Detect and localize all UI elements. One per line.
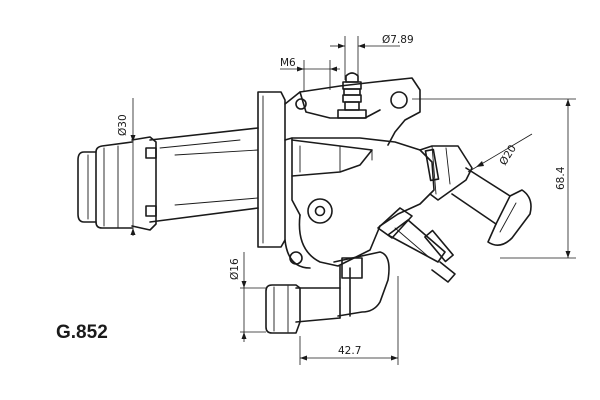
dim-label-diameter-7-89: Ø7.89 bbox=[382, 34, 414, 46]
lower-outlet-pipe bbox=[265, 251, 390, 334]
dim-height-68-4: 68.4 bbox=[412, 98, 576, 259]
dim-thread-m6: M6 bbox=[280, 57, 340, 92]
right-outlet-pipe bbox=[419, 145, 532, 246]
housing-flange bbox=[257, 91, 286, 248]
left-outlet-pipe bbox=[77, 127, 259, 231]
bleed-screw bbox=[337, 72, 367, 119]
dim-diameter-16: Ø16 bbox=[229, 252, 266, 342]
housing-central-body bbox=[284, 137, 435, 269]
dim-label-diameter-20: Ø20 bbox=[497, 143, 519, 168]
dim-label-width-42-7: 42.7 bbox=[338, 345, 361, 357]
dim-diameter-30: Ø30 bbox=[117, 98, 136, 236]
temperature-sensor bbox=[377, 207, 456, 283]
dim-diameter-20: Ø20 bbox=[467, 133, 533, 173]
dim-label-thread-m6: M6 bbox=[280, 57, 296, 69]
dim-label-diameter-30: Ø30 bbox=[117, 114, 129, 136]
dim-label-diameter-16: Ø16 bbox=[229, 258, 241, 280]
part-number-label: G.852 bbox=[56, 322, 108, 343]
dim-diameter-7-89: Ø7.89 bbox=[330, 34, 414, 80]
housing-top-bracket bbox=[284, 77, 421, 146]
dim-width-42-7: 42.7 bbox=[299, 276, 399, 365]
dim-label-height-68-4: 68.4 bbox=[555, 166, 567, 190]
